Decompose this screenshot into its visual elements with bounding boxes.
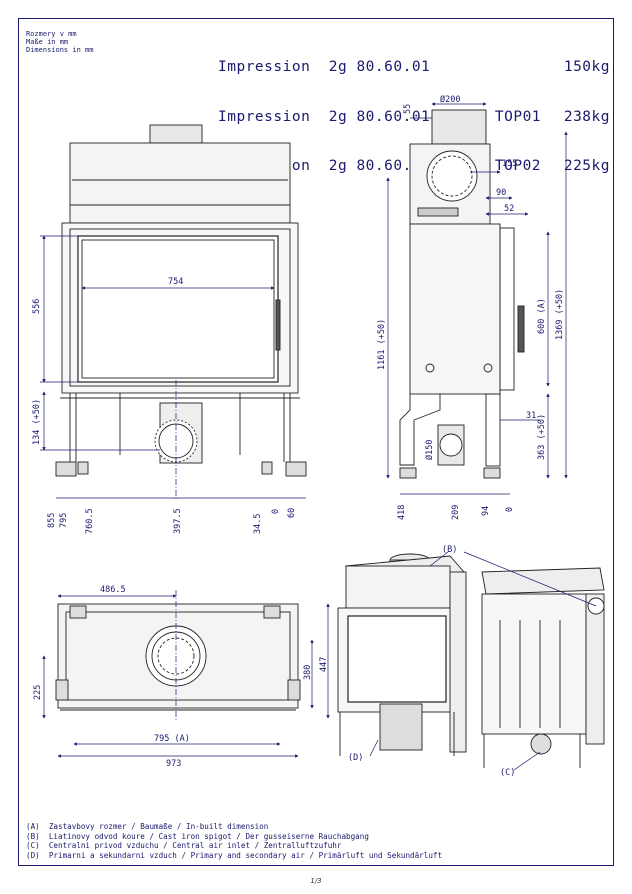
- dim-973: 973: [166, 759, 181, 769]
- iso-back: [481, 567, 605, 768]
- units-en: Dimensions in mm: [26, 46, 94, 54]
- top-dimensions: [42, 590, 330, 758]
- model-row: Impression 2g 80.60.01 150kg: [218, 59, 610, 76]
- dim-795: 795: [59, 513, 69, 528]
- dim-34: 34.5: [253, 514, 263, 534]
- model-weight: 225kg: [563, 158, 610, 174]
- side-dimensions: [386, 102, 568, 495]
- dim-60: 60: [287, 508, 297, 518]
- iso-front: [337, 553, 467, 756]
- model-name: Impression 2g 80.60.01 + I2H TOP01: [218, 108, 542, 125]
- dim-209: 209: [451, 505, 461, 520]
- units-de: Maße in mm: [26, 38, 69, 46]
- callout-b: (B): [442, 545, 457, 555]
- dim-94: 94: [481, 506, 491, 516]
- dim-diam200: Ø200: [440, 94, 460, 105]
- dim-134: 134 (+50): [32, 399, 42, 445]
- model-weight: 238kg: [563, 108, 610, 125]
- dim-31: 31: [526, 411, 536, 421]
- dim-0: 0: [271, 509, 281, 514]
- dim-diam150: Ø150: [424, 440, 435, 460]
- units-cz: Rozmery v mm: [26, 30, 77, 38]
- dim-1369: 1369 (+50): [555, 289, 565, 340]
- dim-600: 600 (A): [537, 298, 547, 334]
- model-row: Impression 2g 80.60.01 + I2H TOP01 238kg: [218, 109, 610, 126]
- top-view: [55, 603, 301, 711]
- side-view: [399, 109, 525, 479]
- callout-c: (C): [500, 768, 515, 778]
- dim-418: 418: [397, 505, 407, 520]
- dim-397: 397.5: [173, 508, 183, 534]
- front-view: [55, 124, 307, 477]
- dim-155: 155: [502, 159, 517, 169]
- legend: (A) Zastavbovy rozmer / Baumaße / In-bui…: [26, 822, 442, 860]
- legend-a: (A) Zastavbovy rozmer / Baumaße / In-bui…: [26, 822, 269, 831]
- model-weight: 150kg: [563, 59, 610, 75]
- drawing-frame: [18, 18, 614, 866]
- callout-lines: [369, 551, 597, 771]
- dim-380: 380: [303, 665, 313, 680]
- dim-754: 754: [168, 277, 183, 287]
- dim-486: 486.5: [100, 585, 126, 595]
- legend-b: (B) Liatinovy odvod koure / Cast iron sp…: [26, 831, 369, 841]
- dim-556: 556: [32, 299, 42, 314]
- dim-363: 363 (+50): [537, 414, 547, 460]
- callout-d: (D): [348, 753, 363, 763]
- dim-55: 55: [403, 104, 413, 114]
- dim-1161: 1161 (+50): [377, 319, 387, 370]
- legend-d: (D) Primarni a sekundarni vzduch / Prima…: [26, 850, 443, 860]
- units-note: Rozmery v mm Maße in mm Dimensions in mm: [26, 30, 93, 54]
- model-name: Impression 2g 80.60.01: [218, 59, 431, 75]
- dim-52: 52: [504, 204, 514, 214]
- dim-447: 447: [319, 657, 329, 672]
- dim-760: 760.5: [85, 508, 95, 534]
- dim-0-side: 0: [505, 507, 515, 512]
- dim-90: 90: [496, 188, 506, 198]
- dim-795a: 795 (A): [154, 734, 190, 744]
- legend-c: (C) Centralni privod vzduchu / Central a…: [26, 841, 342, 851]
- dim-855: 855: [47, 513, 57, 528]
- dim-225: 225: [33, 685, 43, 700]
- page-number: 1/3: [310, 877, 322, 885]
- front-dimensions: [40, 235, 306, 500]
